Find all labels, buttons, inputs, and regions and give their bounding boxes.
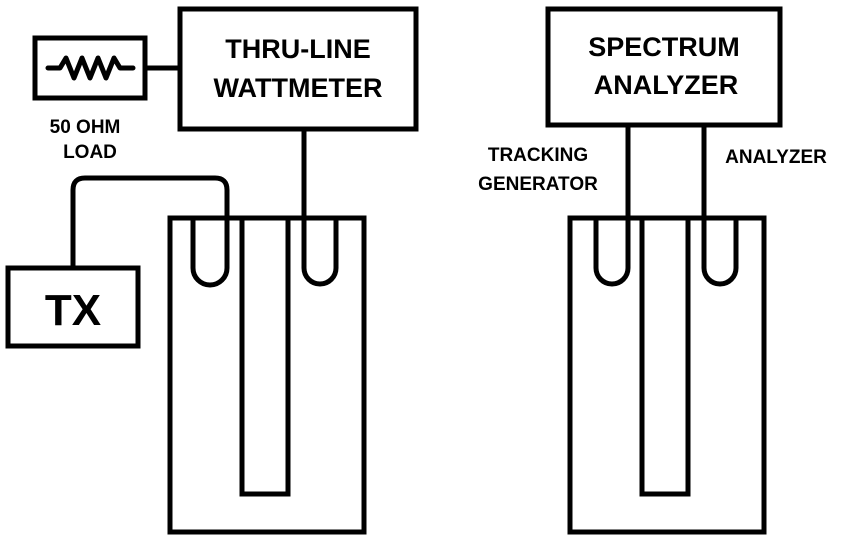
tracking-generator-label-line2: GENERATOR bbox=[478, 174, 598, 195]
wattmeter-label-line2: WATTMETER bbox=[214, 73, 383, 103]
tx-coupling-wire bbox=[70, 175, 230, 288]
wattmeter-box bbox=[177, 6, 419, 132]
spectrum-analyzer-label-line2: ANALYZER bbox=[594, 70, 739, 100]
tracking-generator-coupling-wire bbox=[593, 122, 631, 287]
right-cavity-resonator bbox=[639, 215, 691, 497]
left-setup: 50 OHM LOAD THRU-LINE WATTMETER TX bbox=[5, 6, 419, 535]
wattmeter-coupling-wire bbox=[301, 126, 339, 287]
analyzer-coupling-wire bbox=[701, 122, 739, 287]
spectrum-analyzer-box bbox=[545, 6, 783, 128]
spectrum-analyzer-label-line1: SPECTRUM bbox=[588, 32, 740, 62]
tx-label: TX bbox=[45, 286, 101, 335]
resistor-icon bbox=[45, 55, 136, 81]
left-cavity-resonator bbox=[239, 215, 291, 497]
wattmeter-label-line1: THRU-LINE bbox=[225, 34, 370, 64]
load-label-line1: 50 OHM bbox=[50, 117, 121, 138]
right-setup: SPECTRUM ANALYZER TRACKING GENERATOR ANA… bbox=[478, 6, 827, 535]
tracking-generator-label-line1: TRACKING bbox=[488, 145, 588, 166]
analyzer-port-label: ANALYZER bbox=[725, 147, 827, 168]
load-label-line2: LOAD bbox=[63, 142, 117, 163]
